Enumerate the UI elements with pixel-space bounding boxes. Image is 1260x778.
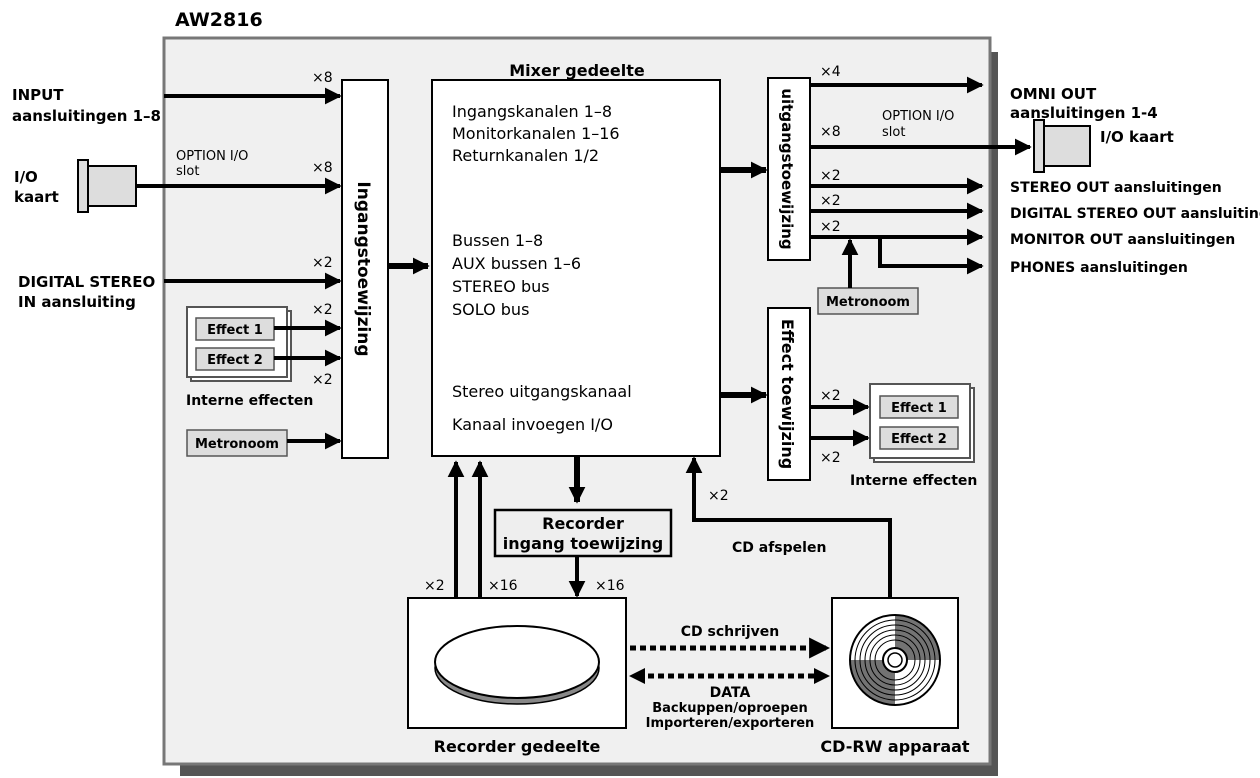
recorder-assign-box <box>493 508 673 558</box>
mixer-line-7: SOLO bus <box>452 300 529 319</box>
recorder-return-mult-1: ×2 <box>424 578 445 594</box>
mixer-box <box>431 79 721 457</box>
output-assign-label: uitgangstoewijzing <box>778 88 796 249</box>
internal-effects-in-label: Interne effecten <box>186 393 313 409</box>
io-card-out-plate <box>1033 119 1045 173</box>
digital-stereo-out-label: DIGITAL STEREO OUT aansluiting <box>1010 206 1260 222</box>
cd-play-label: CD afspelen <box>732 540 826 556</box>
input-label-2: aansluitingen 1–8 <box>12 107 161 125</box>
device-title: AW2816 <box>175 9 263 31</box>
recorder-in-mult: ×16 <box>595 578 625 594</box>
effect1-out-box <box>879 395 959 419</box>
effect1-out-label: Effect 1 <box>891 401 947 416</box>
mixer-line-4: Bussen 1–8 <box>452 231 543 250</box>
internal-effects-out-label: Interne effecten <box>850 473 977 489</box>
mixer-line-6: STEREO bus <box>452 277 550 296</box>
cd-icon <box>849 614 941 706</box>
io-card-out-icon <box>1043 125 1091 167</box>
stereo-out-mult: ×2 <box>820 168 841 184</box>
mixer-line-8: Stereo uitgangskanaal <box>452 382 632 401</box>
metronome-out-label: Metronoom <box>826 295 910 310</box>
cd-write-label: CD schrijven <box>681 624 779 640</box>
mixer-line-1: Ingangskanalen 1–8 <box>452 102 612 121</box>
effect-assign-label: Effect toewijzing <box>778 319 797 469</box>
effect2-out-label: Effect 2 <box>891 432 947 447</box>
option-in-label-1: OPTION I/O <box>176 149 248 164</box>
io-card-out-label: I/O kaart <box>1100 128 1174 146</box>
data-label-2: Backuppen/oproepen <box>652 701 808 716</box>
digital-stereo-out-mult: ×2 <box>820 193 841 209</box>
stereo-out-label: STEREO OUT aansluitingen <box>1010 180 1222 196</box>
effect-assign-box <box>767 307 811 481</box>
cd-play-mult: ×2 <box>708 488 729 504</box>
effect1-in-label: Effect 1 <box>207 323 263 338</box>
io-card-icon <box>87 165 137 207</box>
digital-in-label-2: IN aansluiting <box>18 293 136 311</box>
digital-in-label-1: DIGITAL STEREO <box>18 273 155 291</box>
io-card-plate <box>77 159 89 213</box>
mixer-line-2: Monitorkanalen 1–16 <box>452 124 620 143</box>
cdrw-label: CD-RW apparaat <box>820 737 969 756</box>
effect2-out-box <box>879 426 959 450</box>
input-label-1: INPUT <box>12 86 64 104</box>
monitor-out-mult: ×2 <box>820 219 841 235</box>
recorder-label: Recorder gedeelte <box>434 737 601 756</box>
output-assign-box <box>767 77 811 261</box>
digital-in-mult: ×2 <box>312 255 333 271</box>
option-out-label-1: OPTION I/O <box>882 109 954 124</box>
io-card-label-2: kaart <box>14 188 59 206</box>
cd-play-arrow <box>685 456 892 598</box>
option-in-label-2: slot <box>176 164 199 179</box>
recorder-assign-label-1: Recorder <box>542 514 624 533</box>
phones-label: PHONES aansluitingen <box>1010 260 1188 276</box>
input-assign-box <box>341 79 389 459</box>
metronome-out-box <box>817 287 919 315</box>
metronome-in-label: Metronoom <box>195 437 279 452</box>
effect2-in-label: Effect 2 <box>207 353 263 368</box>
recorder-assign-label-2: ingang toewijzing <box>503 534 663 553</box>
omni-out-mult: ×4 <box>820 64 841 80</box>
disk-icon <box>434 625 600 699</box>
input-assign-label: Ingangstoewijzing <box>353 181 373 356</box>
omni-out-label-1: OMNI OUT <box>1010 85 1097 103</box>
mixer-line-3: Returnkanalen 1/2 <box>452 146 599 165</box>
effect1-in-mult: ×2 <box>312 302 333 318</box>
effect2-in-mult: ×2 <box>312 372 333 388</box>
mixer-title: Mixer gedeelte <box>509 61 645 80</box>
effect2-out-mult: ×2 <box>820 450 841 466</box>
omni-out-label-2: aansluitingen 1-4 <box>1010 104 1158 122</box>
data-arrow-left <box>629 668 645 684</box>
input-mult: ×8 <box>312 70 333 86</box>
data-label-1: DATA <box>710 685 751 701</box>
option-out-label-2: slot <box>882 125 905 140</box>
io-card-label-1: I/O <box>14 168 38 186</box>
option-out-mult: ×8 <box>820 124 841 140</box>
data-label-3: Importeren/exporteren <box>646 716 815 731</box>
mixer-line-9: Kanaal invoegen I/O <box>452 415 613 434</box>
mixer-line-5: AUX bussen 1–6 <box>452 254 581 273</box>
option-in-mult: ×8 <box>312 160 333 176</box>
recorder-return-mult-2: ×16 <box>488 578 518 594</box>
monitor-out-label: MONITOR OUT aansluitingen <box>1010 232 1235 248</box>
phones-arrow <box>878 237 984 275</box>
effect1-out-mult: ×2 <box>820 388 841 404</box>
data-arrow-right <box>814 668 830 684</box>
